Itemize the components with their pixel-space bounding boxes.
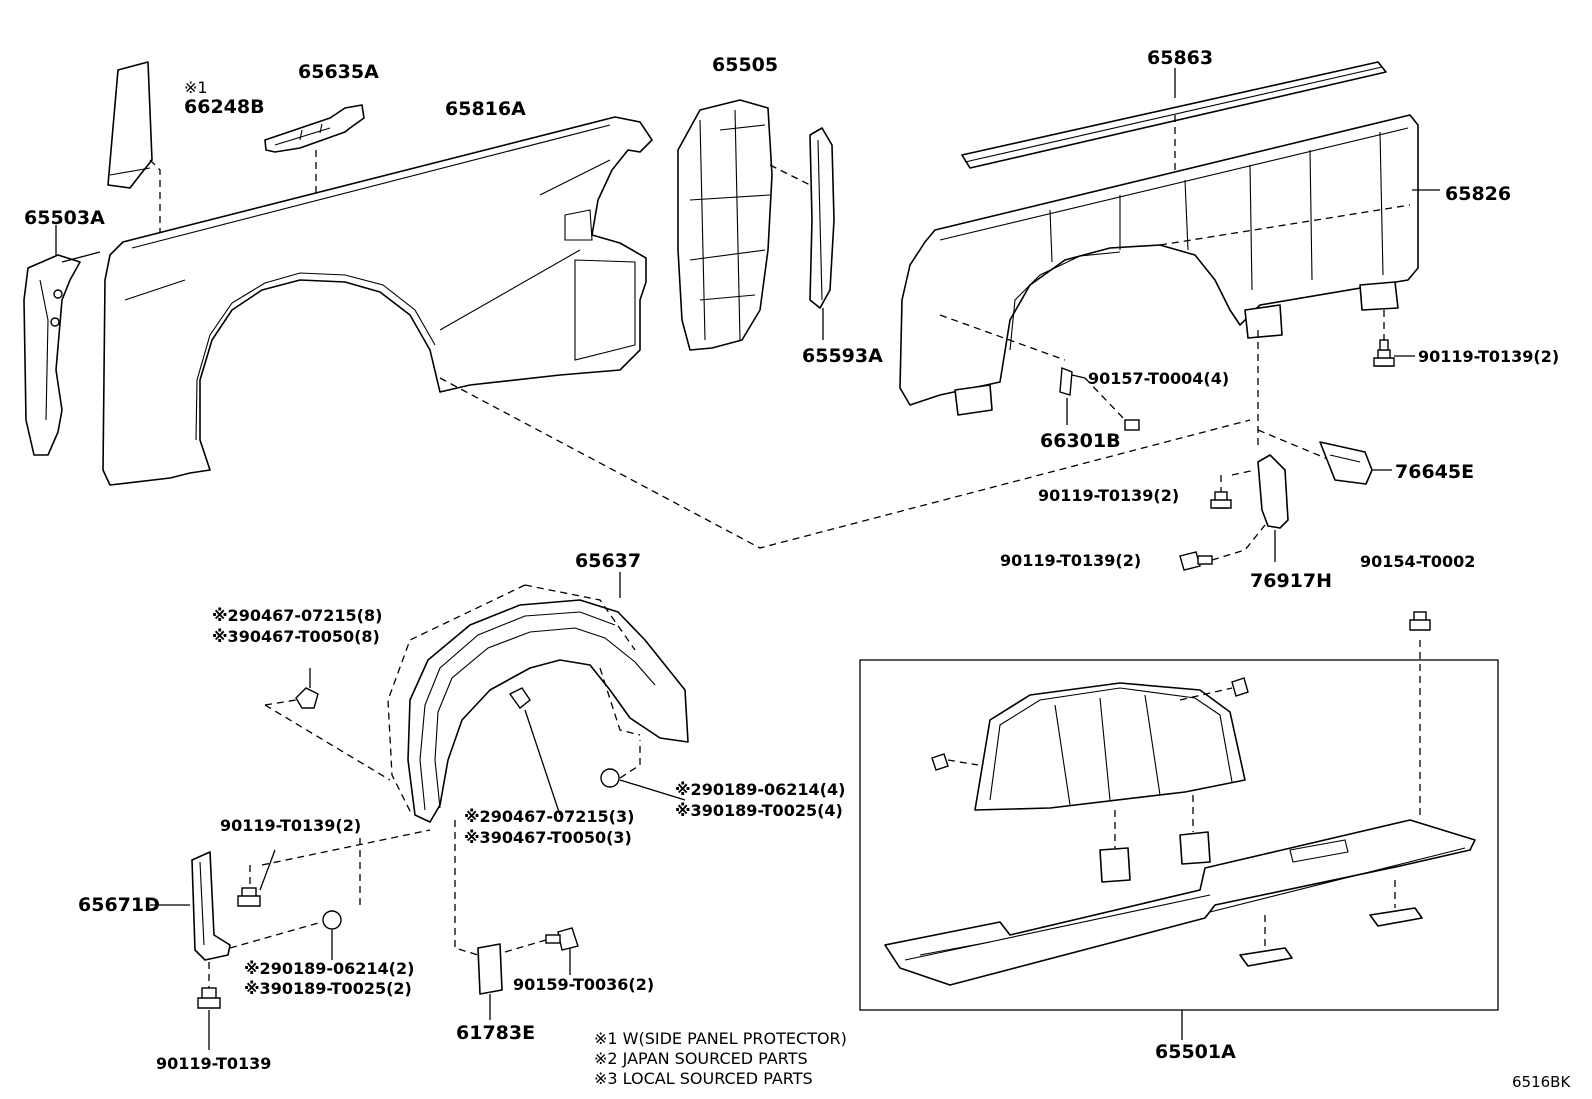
label-65505: 65505 (712, 54, 778, 76)
label-66301b: 66301B (1040, 430, 1121, 452)
clip-290467-07215-3 (508, 687, 531, 710)
bolt-90159-t0036 (545, 927, 579, 951)
part-76917h-bracket (1257, 454, 1289, 529)
bolt-90119-t0139-e (197, 987, 221, 1009)
part-65503a-bracket (23, 251, 101, 456)
label-65635a: 65635A (298, 61, 379, 83)
part-65826-inner-panel (899, 114, 1419, 416)
bolt-90119-t0139-b (1210, 491, 1232, 509)
label-66248b-mark: ※1 (184, 78, 208, 97)
bolt-90154-t0002 (1409, 611, 1431, 631)
label-65816a: 65816A (445, 98, 526, 120)
label-390467-t0050-8: ※390467-T0050(8) (212, 627, 380, 646)
label-90119-t0139: 90119-T0139 (156, 1054, 271, 1073)
label-65593a: 65593A (802, 345, 883, 367)
label-90119-t0139-2-c: 90119-T0139(2) (1000, 551, 1141, 570)
bolt-90157-t0004 (1124, 419, 1140, 431)
label-65826: 65826 (1445, 183, 1511, 205)
bolt-90119-t0139-c (1179, 551, 1213, 571)
part-65863-rail (961, 61, 1387, 169)
part-65505-pillar (677, 99, 773, 351)
label-90159-t0036-2: 90159-T0036(2) (513, 975, 654, 994)
part-66248b-protector (107, 61, 153, 189)
label-76917h: 76917H (1250, 570, 1332, 592)
label-90119-t0139-2-d: 90119-T0139(2) (220, 816, 361, 835)
label-390189-t0025-2: ※390189-T0025(2) (244, 979, 412, 998)
label-90157-t0004-4: 90157-T0004(4) (1088, 369, 1229, 388)
label-76645e: 76645E (1395, 461, 1474, 483)
bolt-90119-t0139-d (237, 887, 261, 907)
label-390189-t0025-4: ※390189-T0025(4) (675, 801, 843, 820)
label-290189-06214-4: ※290189-06214(4) (675, 780, 845, 799)
part-65637-liner (407, 599, 689, 823)
label-61783e: 61783E (456, 1022, 535, 1044)
label-390467-t0050-3: ※390467-T0050(3) (464, 828, 632, 847)
part-61783e-plate (477, 943, 503, 995)
label-66248b: 66248B (184, 96, 265, 118)
part-65593a-reinforcement (809, 127, 835, 309)
part-76645e-bracket (1319, 441, 1373, 485)
label-65501a: 65501A (1155, 1041, 1236, 1063)
label-90119-t0139-2-b: 90119-T0139(2) (1038, 486, 1179, 505)
label-90119-t0139-2-a: 90119-T0139(2) (1418, 347, 1559, 366)
label-90154-t0002: 90154-T0002 (1360, 552, 1475, 571)
part-65671d-bracket (191, 851, 231, 961)
bolt-90119-t0139-a (1373, 339, 1395, 367)
clip-290189-06214-4 (600, 768, 620, 788)
label-290467-07215-3: ※290467-07215(3) (464, 807, 634, 826)
label-65503a: 65503A (24, 207, 105, 229)
label-65671d: 65671D (78, 894, 160, 916)
diagram-code: 6516BK (1512, 1073, 1571, 1091)
clip-290189-06214-2 (322, 910, 342, 930)
clip-66301b (1059, 366, 1073, 396)
note-3: ※3 LOCAL SOURCED PARTS (594, 1069, 813, 1088)
note-1: ※1 W(SIDE PANEL PROTECTOR) (594, 1029, 847, 1048)
label-65637: 65637 (575, 550, 641, 572)
part-65501a-group-box (859, 659, 1499, 1011)
label-290189-06214-2: ※290189-06214(2) (244, 959, 414, 978)
clip-290467-07215-8 (295, 687, 319, 709)
label-65863: 65863 (1147, 47, 1213, 69)
part-65635a-bracket (264, 104, 365, 153)
note-2: ※2 JAPAN SOURCED PARTS (594, 1049, 808, 1068)
label-290467-07215-8: ※290467-07215(8) (212, 606, 382, 625)
part-65816a-side-panel (102, 116, 653, 486)
